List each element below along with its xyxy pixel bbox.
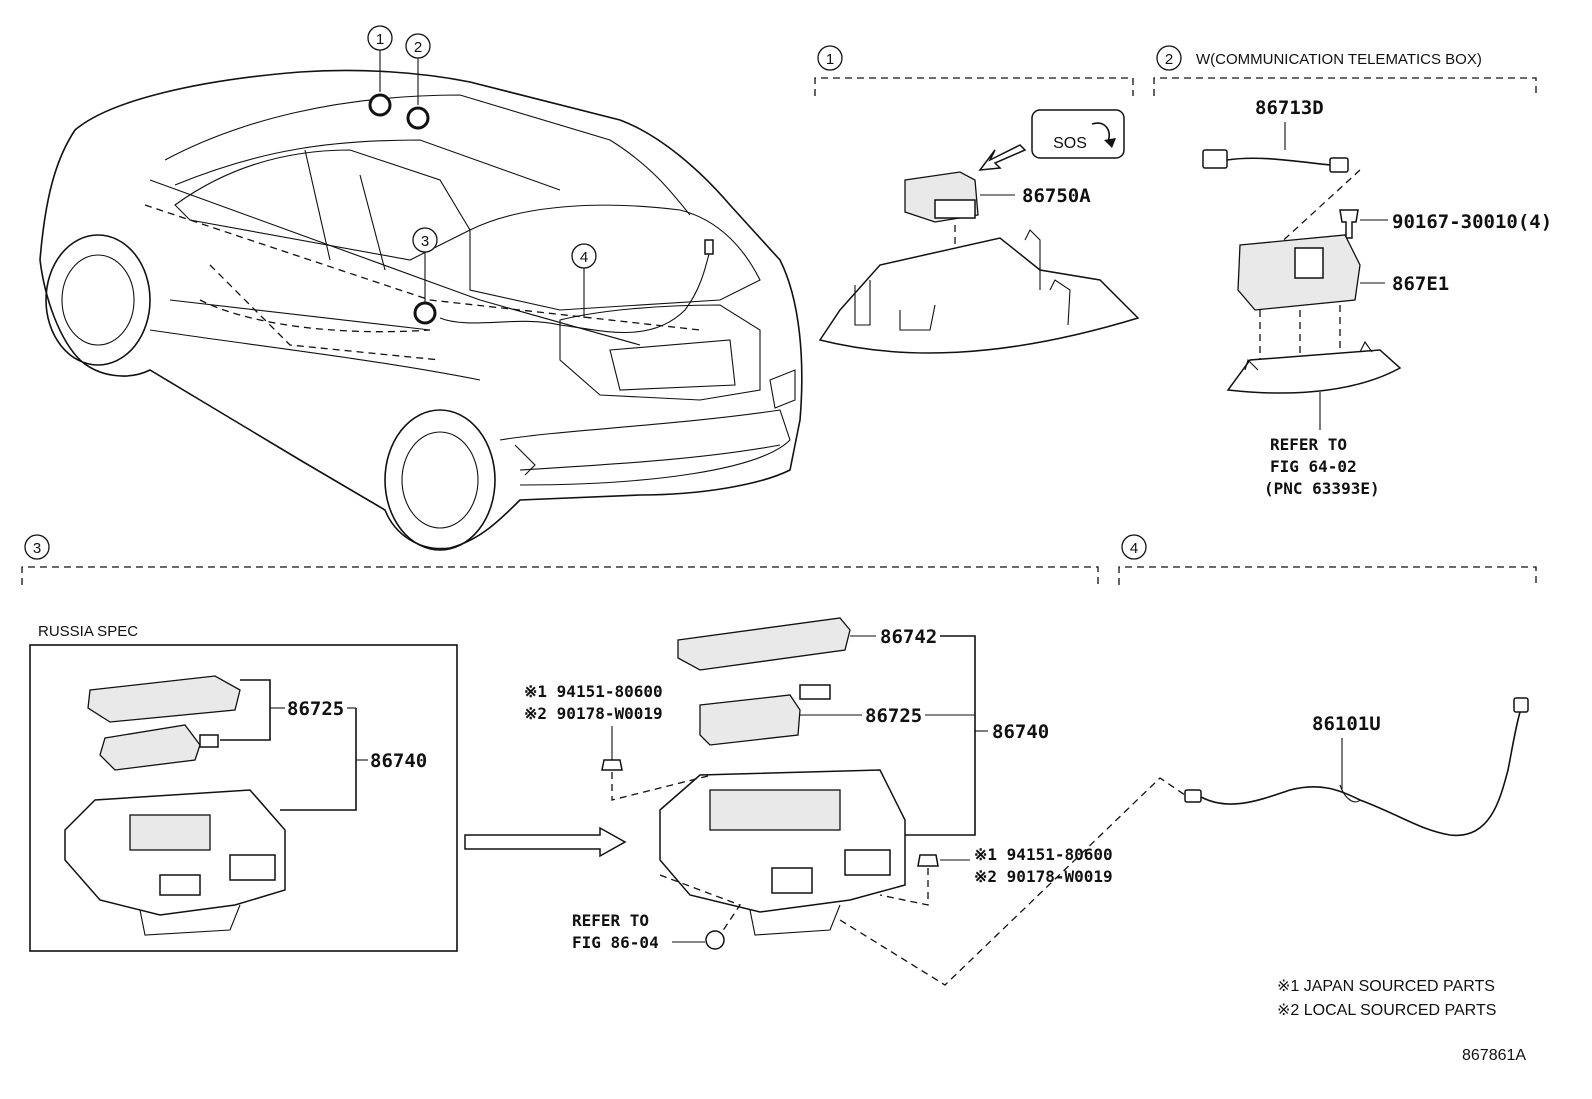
section-2-refer-line2: FIG 64-02 xyxy=(1270,457,1357,476)
section-4: 4 86101U xyxy=(1118,534,1537,837)
right-note-1: ※1 94151-80600 xyxy=(974,845,1113,864)
part-867E1-label: 867E1 xyxy=(1392,273,1449,295)
part-86713D-label: 86713D xyxy=(1255,97,1324,119)
callout-3-car: 3 xyxy=(421,233,429,250)
sos-label: SOS xyxy=(1053,135,1087,152)
section-3-refer-line2: FIG 86-04 xyxy=(572,933,659,952)
left-note-1: ※1 94151-80600 xyxy=(524,682,663,701)
section-2-refer-line3: (PNC 63393E) xyxy=(1264,479,1380,498)
part-86740-label: 86740 xyxy=(992,721,1049,743)
rs-part-86725-label: 86725 xyxy=(287,698,344,720)
figure-id: 867861A xyxy=(1462,1047,1526,1064)
callout-2-top: 2 xyxy=(414,39,422,56)
russia-spec-label: RUSSIA SPEC xyxy=(38,623,138,640)
russia-spec-box xyxy=(29,644,458,952)
part-86742-label: 86742 xyxy=(880,626,937,648)
section-2-title: W(COMMUNICATION TELEMATICS BOX) xyxy=(1196,51,1482,68)
left-note-2: ※2 90178-W0019 xyxy=(524,704,663,723)
part-86725-label: 86725 xyxy=(865,705,922,727)
part-86750A-label: 86750A xyxy=(1022,185,1091,207)
section-2-refer-line1: REFER TO xyxy=(1270,435,1347,454)
right-note-2: ※2 90178-W0019 xyxy=(974,867,1113,886)
part-86101U-label: 86101U xyxy=(1312,713,1381,735)
legend: ※1 JAPAN SOURCED PARTS ※2 LOCAL SOURCED … xyxy=(1277,978,1526,1064)
legend-line-2: ※2 LOCAL SOURCED PARTS xyxy=(1277,1002,1496,1019)
section-4-number: 4 xyxy=(1130,540,1138,557)
legend-line-1: ※1 JAPAN SOURCED PARTS xyxy=(1277,978,1495,995)
callout-4-car: 4 xyxy=(580,249,588,266)
section-1: 1 SOS 86750A xyxy=(814,45,1140,354)
part-screw-label: 90167-30010(4) xyxy=(1392,211,1552,233)
section-3-number: 3 xyxy=(33,540,41,557)
section-2: 2 W(COMMUNICATION TELEMATICS BOX) 86713D… xyxy=(1153,45,1552,498)
section-3: 3 RUSSIA SPEC 86725 86740 86742 86725 xyxy=(21,534,1186,986)
vehicle-illustration: 1 2 3 4 xyxy=(39,25,803,551)
rs-part-86740-label: 86740 xyxy=(370,750,427,772)
callout-1-top: 1 xyxy=(376,31,384,48)
section-1-number: 1 xyxy=(826,51,834,68)
section-2-number: 2 xyxy=(1165,51,1173,68)
section-3-refer-line1: REFER TO xyxy=(572,911,649,930)
